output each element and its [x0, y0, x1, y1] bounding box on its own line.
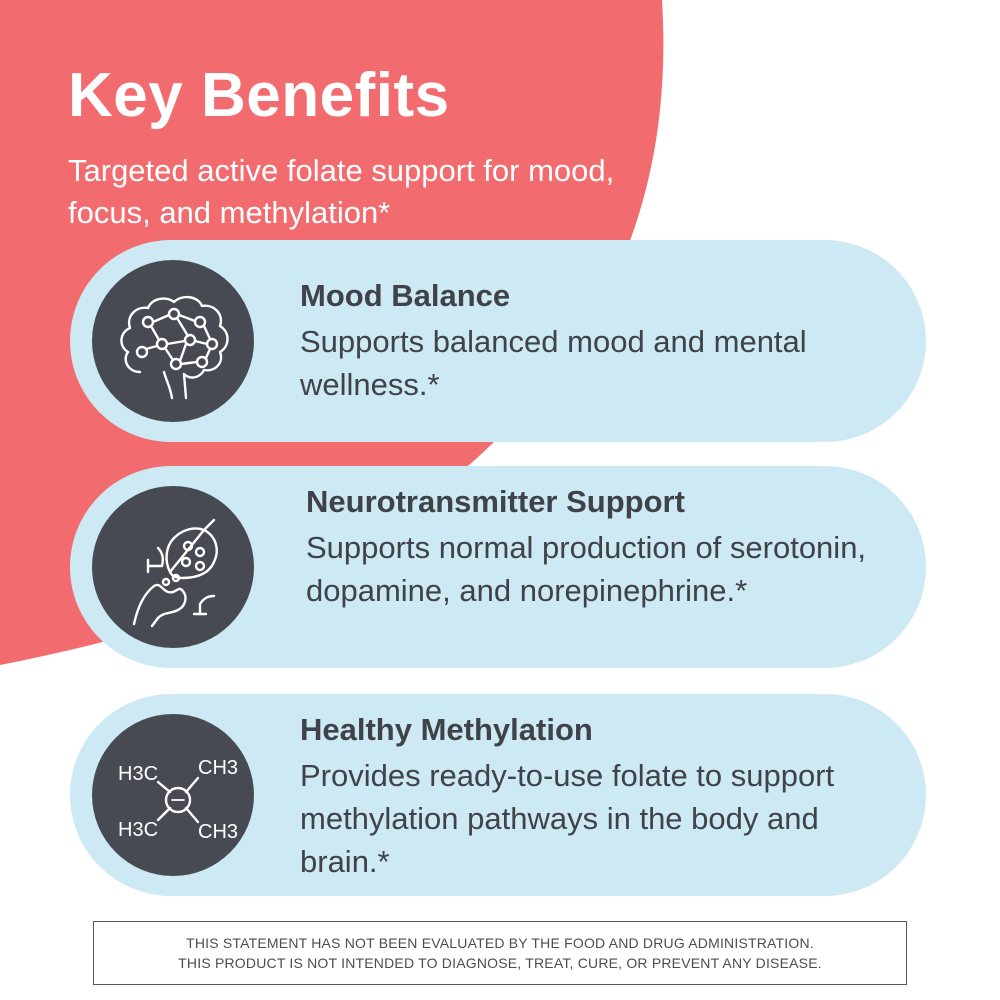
molecule-label-bottom-left: H3C — [118, 819, 158, 841]
benefit-title: Neurotransmitter Support — [306, 484, 685, 519]
synapse-icon — [92, 486, 254, 648]
benefit-description: Supports balanced mood and mental wellne… — [300, 324, 807, 402]
brain-network-icon — [92, 260, 254, 422]
disclaimer-line-1: THIS STATEMENT HAS NOT BEEN EVALUATED BY… — [186, 935, 814, 951]
fda-disclaimer-box: THIS STATEMENT HAS NOT BEEN EVALUATED BY… — [93, 921, 907, 985]
page-subtitle: Targeted active folate support for mood,… — [68, 153, 615, 231]
page-title: Key Benefits — [68, 61, 450, 130]
molecule-label-top-right: CH3 — [198, 757, 238, 779]
benefit-title: Mood Balance — [300, 278, 511, 313]
molecule-label-top-left: H3C — [118, 763, 158, 785]
benefit-card-healthy-methylation: H3C CH3 H3C CH3 Healthy Methylation Prov… — [70, 694, 926, 896]
disclaimer-line-2: THIS PRODUCT IS NOT INTENDED TO DIAGNOSE… — [178, 955, 822, 971]
molecule-icon: H3C CH3 H3C CH3 — [92, 714, 254, 876]
benefit-description: Supports normal production of serotonin,… — [306, 530, 867, 608]
benefit-card-neurotransmitter-support: Neurotransmitter Support Supports normal… — [70, 466, 926, 668]
benefit-card-mood-balance: Mood Balance Supports balanced mood and … — [70, 240, 926, 442]
molecule-label-bottom-right: CH3 — [198, 821, 238, 843]
header: Key Benefits Targeted active folate supp… — [68, 61, 628, 234]
benefit-title: Healthy Methylation — [300, 712, 593, 747]
benefit-description: Provides ready-to-use folate to support … — [300, 758, 835, 879]
